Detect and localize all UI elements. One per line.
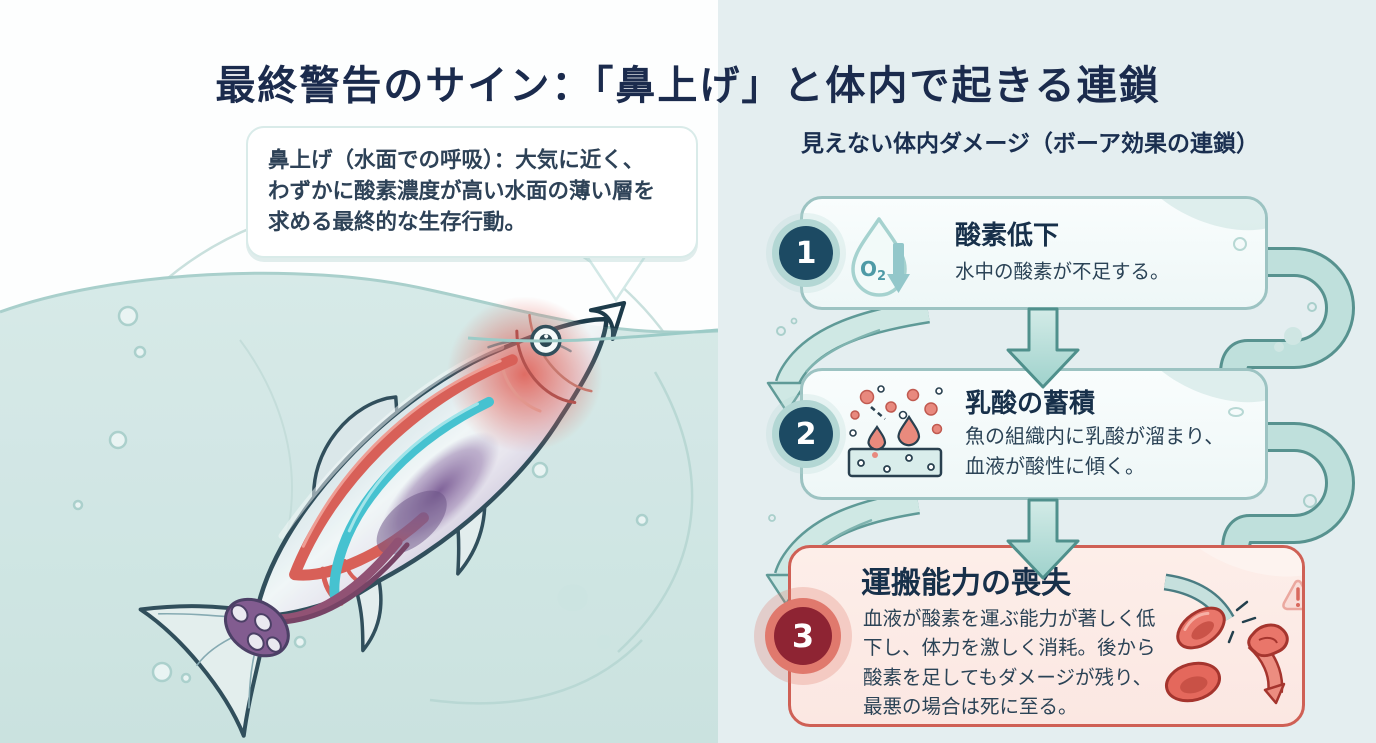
page-title: 最終警告のサイン：「鼻上げ」と体内で起きる連鎖	[215, 62, 1161, 109]
step-title: 酸素低下	[955, 221, 1060, 251]
step-box-oxygen-drop: O2 酸素低下 水中の酸素が不足する。	[800, 196, 1268, 310]
speech-bubble: 鼻上げ（水面での呼吸）：大気に近く、 わずかに酸素濃度が高い水面の薄い層を 求め…	[246, 126, 698, 258]
step-box-lactic-acid: 乳酸の蓄積 魚の組織内に乳酸が溜まり、 血液が酸性に傾く。	[800, 368, 1268, 500]
fish-pelvic-fin	[355, 579, 383, 653]
bubbles	[72, 305, 649, 684]
fish-tail-mesh	[224, 597, 290, 658]
fish-organ-mass	[376, 431, 500, 555]
step-desc: 水中の酸素が不足する。	[955, 260, 1170, 283]
flow-heading: 見えない体内ダメージ（ボーア効果の連鎖）	[801, 131, 1259, 157]
corner-blob	[1199, 548, 1302, 577]
warning-triangle-icon	[1282, 579, 1302, 611]
corner-water-blob	[1161, 371, 1265, 417]
waterline-over-fish	[467, 328, 719, 343]
chain-pipe-2	[1221, 422, 1355, 551]
step-number-badge-1: 1	[779, 226, 833, 280]
step-number-badge-2: 2	[779, 407, 833, 461]
right-decor-bubbles	[768, 302, 1317, 522]
deformed-cell	[1247, 623, 1289, 658]
step-number-badge-3: 3	[774, 607, 832, 665]
fish-blood-vessels	[289, 354, 518, 606]
step-title: 乳酸の蓄積	[965, 389, 1096, 419]
step-title: 運搬能力の喪失	[861, 566, 1071, 601]
swoosh-arrow-1	[766, 298, 930, 414]
red-blood-cells-warning-icon	[1163, 573, 1302, 705]
svg-text:O2: O2	[860, 257, 886, 284]
oxygen-droplet-down-arrow-icon: O2	[851, 217, 910, 297]
fish-internal-damage-illustration	[138, 296, 627, 738]
water-blobs	[557, 584, 611, 649]
corner-water-blob	[1161, 199, 1265, 251]
step-desc: 魚の組織内に乳酸が溜まり、 血液が酸性に傾く。	[965, 424, 1225, 478]
fish-tail-vessels	[268, 537, 410, 625]
step-box-oxygen-transport-loss: 運搬能力の喪失 血液が酸素を運ぶ能力が著しく低 下し、体力を激しく消耗。後から …	[788, 545, 1305, 727]
step-desc: 血液が酸素を運ぶ能力が著しく低 下し、体力を激しく消耗。後から 酸素を足してもダ…	[863, 607, 1156, 718]
lactic-acid-tissue-particles-icon	[847, 385, 943, 478]
water-tint-overlay	[0, 273, 718, 743]
chain-pipe-1	[1219, 247, 1355, 375]
fish-gill-glow	[446, 296, 603, 453]
